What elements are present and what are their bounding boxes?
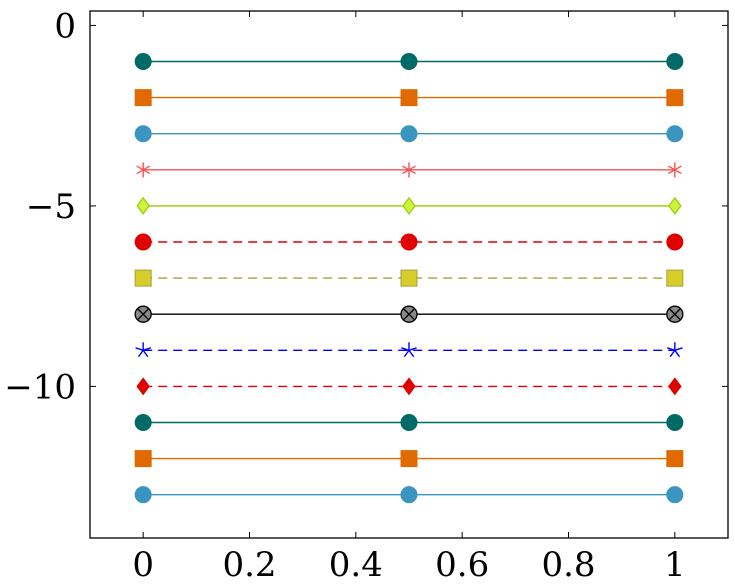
series-point <box>400 125 418 143</box>
series-point <box>134 89 152 107</box>
series-point <box>400 269 418 287</box>
series-point <box>668 377 682 396</box>
series-point <box>400 413 418 431</box>
series-point <box>134 305 152 323</box>
series-9 <box>135 342 683 358</box>
series-point <box>400 450 418 468</box>
series-point <box>400 53 418 71</box>
series-point <box>666 450 684 468</box>
series-point <box>402 196 416 215</box>
series-point <box>666 305 684 323</box>
series-8 <box>134 305 684 323</box>
series-point <box>134 53 152 71</box>
series-point <box>666 413 684 431</box>
series-point <box>666 89 684 107</box>
x-tick-label: 0.8 <box>541 545 595 584</box>
series-11 <box>134 413 684 431</box>
series-point <box>667 162 682 178</box>
series-10 <box>136 377 682 396</box>
series-5 <box>136 196 682 215</box>
series-point <box>134 269 152 287</box>
series-point <box>136 162 151 178</box>
series-point <box>666 125 684 143</box>
series-point <box>400 89 418 107</box>
plot-area <box>134 53 684 504</box>
series-6 <box>134 233 684 251</box>
series-point <box>400 233 418 251</box>
series-point <box>134 233 152 251</box>
x-tick-label: 1 <box>664 545 686 584</box>
x-tick-label: 0.4 <box>329 545 383 584</box>
series-point <box>135 342 151 358</box>
series-point <box>666 486 684 504</box>
y-tick-label: 0 <box>54 6 76 46</box>
otimes-cross <box>402 308 416 321</box>
axis-frame <box>89 10 729 539</box>
series-point <box>402 162 416 178</box>
y-tick-label: −5 <box>26 187 76 227</box>
series-point <box>134 450 152 468</box>
series-point <box>136 377 150 396</box>
series-point <box>668 196 682 215</box>
series-point <box>136 196 150 215</box>
x-tick-label: 0.2 <box>222 545 276 584</box>
otimes-cross <box>668 308 681 321</box>
series-point <box>666 269 684 287</box>
series-3 <box>134 125 684 143</box>
series-point <box>134 413 152 431</box>
series-point <box>402 377 416 396</box>
series-point <box>666 233 684 251</box>
x-tick-label: 0 <box>132 545 154 584</box>
series-1 <box>134 53 684 71</box>
series-point <box>134 486 152 504</box>
series-point <box>667 342 683 358</box>
series-4 <box>136 162 682 178</box>
series-7 <box>134 269 684 287</box>
axis-ticks: 0 0.2 0.4 0.6 0.8 1 0 −5 −10 <box>4 6 728 584</box>
series-point <box>401 342 417 358</box>
x-tick-label: 0.6 <box>435 545 489 584</box>
series-point <box>400 486 418 504</box>
series-point <box>666 53 684 71</box>
series-point <box>400 305 418 323</box>
series-point <box>134 125 152 143</box>
series-12 <box>134 450 684 468</box>
series-13 <box>134 486 684 504</box>
otimes-cross <box>137 308 150 321</box>
y-tick-label: −10 <box>4 367 76 407</box>
series-2 <box>134 89 684 107</box>
